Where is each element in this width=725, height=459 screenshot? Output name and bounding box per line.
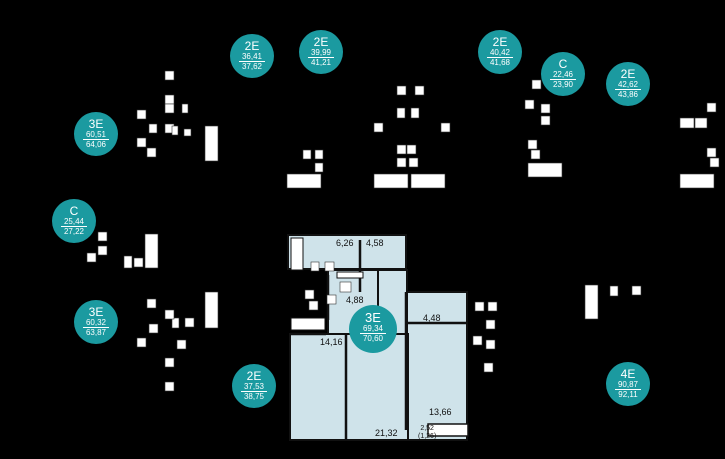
apartment-living-area: 22,46 [550, 70, 576, 80]
room-area-label: 6,26 [336, 238, 354, 248]
room-area-label: 4,88 [346, 295, 364, 305]
apartment-type: 3E [88, 305, 104, 319]
apartment-living-area: 36,41 [239, 52, 265, 62]
apartment-living-area: 25,44 [61, 217, 87, 227]
stairs [336, 271, 364, 279]
apartment-type: 2E [313, 35, 329, 49]
apartment-total-area: 92,11 [618, 390, 638, 399]
balcony [427, 423, 469, 437]
apartment-badge[interactable]: 4E 90,87 92,11 [606, 362, 650, 406]
balcony-area-label: 2,52 (1,26) [418, 425, 436, 441]
apartment-total-area: 38,75 [243, 392, 265, 401]
apartment-badge-selected[interactable]: 3E 69,34 70,60 [349, 305, 397, 353]
apartment-total-area: 43,86 [617, 90, 639, 99]
apartment-living-area: 60,51 [83, 130, 109, 140]
apartment-living-area: 60,32 [83, 318, 109, 328]
bathtub-fixture [290, 237, 304, 271]
apartment-type: 3E [365, 310, 381, 325]
apartment-living-area: 40,42 [487, 48, 513, 58]
room-main [345, 333, 409, 441]
room-area-label: 4,48 [423, 313, 441, 323]
apartment-badge[interactable]: 2E 42,62 43,86 [606, 62, 650, 106]
room-area-label: 4,58 [366, 238, 384, 248]
apartment-living-area: 37,53 [241, 382, 267, 392]
apartment-living-area: 69,34 [360, 324, 386, 334]
room-left-bottom [289, 333, 347, 441]
highlighted-apartment[interactable] [287, 234, 468, 441]
apartment-total-area: 64,06 [85, 140, 107, 149]
apartment-badge[interactable]: C 22,46 23,90 [541, 52, 585, 96]
apartment-total-area: 37,62 [241, 62, 263, 71]
apartment-badge[interactable]: 2E 36,41 37,62 [230, 34, 274, 78]
apartment-badge[interactable]: 2E 40,42 41,68 [478, 30, 522, 74]
apartment-badge[interactable]: 3E 60,51 64,06 [74, 112, 118, 156]
apartment-total-area: 41,21 [310, 58, 332, 67]
room-right [406, 291, 468, 441]
apartment-type: C [558, 57, 568, 71]
interior-walls [290, 240, 466, 440]
apartment-living-area: 42,62 [615, 80, 641, 90]
apartment-badge[interactable]: 3E 60,32 63,87 [74, 300, 118, 344]
apartment-living-area: 39,99 [308, 48, 334, 58]
apartment-badge[interactable]: 2E 37,53 38,75 [232, 364, 276, 408]
apartment-type: 2E [620, 67, 636, 81]
apartment-total-area: 63,87 [85, 328, 107, 337]
apartment-total-area: 41,68 [489, 58, 511, 67]
balcony-area: 2,52 [420, 425, 434, 432]
apartment-total-area: 27,22 [63, 227, 85, 236]
bathtub-fixture-2 [290, 317, 326, 331]
apartment-type: 2E [246, 369, 262, 383]
room-area-label: 13,66 [429, 407, 452, 417]
apartment-type: 4E [620, 367, 636, 381]
balcony-area-half: (1,26) [418, 433, 437, 440]
apartment-total-area: 70,60 [362, 334, 384, 343]
apartment-total-area: 23,90 [552, 80, 574, 89]
apartment-living-area: 90,87 [615, 380, 641, 390]
apartment-type: 3E [88, 117, 104, 131]
apartment-badge[interactable]: 2E 39,99 41,21 [299, 30, 343, 74]
fixtures-other [86, 70, 720, 392]
apartment-type: C [69, 204, 79, 218]
room-top [287, 234, 407, 270]
apartment-type: 2E [244, 39, 260, 53]
room-area-label: 14,16 [320, 337, 343, 347]
room-area-label: 21,32 [375, 428, 398, 438]
apartment-badge[interactable]: C 25,44 27,22 [52, 199, 96, 243]
apartment-type: 2E [492, 35, 508, 49]
